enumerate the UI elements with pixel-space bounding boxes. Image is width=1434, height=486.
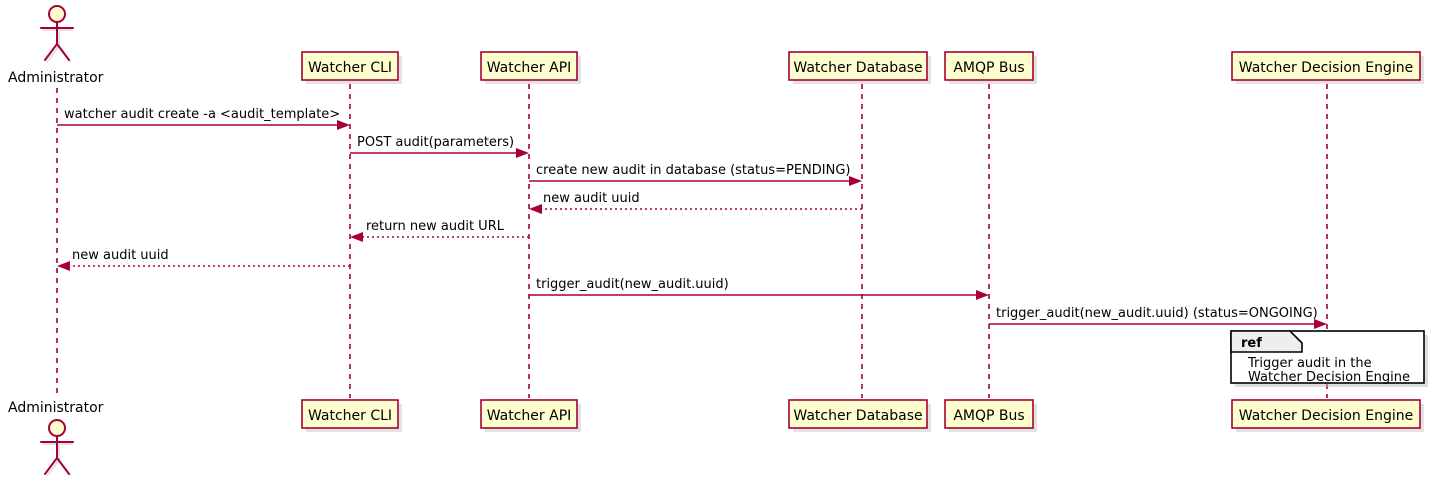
message-6[interactable]: trigger_audit(new_audit.uuid) — [529, 277, 989, 300]
message-label-1: POST audit(parameters) — [357, 135, 514, 150]
actor-body-icon — [40, 21, 74, 61]
arrow-head-right-icon — [337, 120, 350, 130]
participant-box-watcher-cli-top[interactable]: Watcher CLI — [301, 51, 402, 84]
lifelines — [56, 84, 1328, 398]
message-label-3: new audit uuid — [543, 191, 640, 206]
participant-box-amqp-bus-top[interactable]: AMQP Bus — [944, 51, 1037, 84]
arrow-head-right-icon — [849, 176, 862, 186]
message-0[interactable]: watcher audit create -a <audit_template> — [57, 107, 350, 130]
participant-label-watcher-api-top: Watcher API — [487, 60, 572, 76]
arrow-head-right-icon — [516, 148, 529, 158]
participant-box-amqp-bus-bottom[interactable]: AMQP Bus — [944, 399, 1037, 432]
participant-box-watcher-api-bottom[interactable]: Watcher API — [480, 399, 581, 432]
message-7[interactable]: trigger_audit(new_audit.uuid) (status=ON… — [989, 306, 1327, 329]
arrow-head-left-icon — [350, 232, 363, 242]
ref-line-2: Watcher Decision Engine — [1248, 370, 1410, 385]
message-label-6: trigger_audit(new_audit.uuid) — [536, 277, 729, 292]
message-1[interactable]: POST audit(parameters) — [350, 135, 529, 158]
participant-label-amqp-bus-top: AMQP Bus — [953, 60, 1024, 76]
ref-line-1: Trigger audit in the — [1247, 356, 1372, 371]
ref-keyword-label: ref — [1241, 336, 1262, 351]
participant-box-watcher-database-bottom[interactable]: Watcher Database — [788, 399, 931, 432]
message-4[interactable]: return new audit URL — [350, 219, 529, 242]
actor-body-icon — [40, 435, 74, 475]
arrow-head-right-icon — [976, 290, 989, 300]
participant-label-watcher-cli-bottom: Watcher CLI — [308, 408, 392, 424]
actor-administrator-top[interactable]: Administrator — [8, 5, 104, 86]
message-label-5: new audit uuid — [72, 248, 169, 263]
arrow-head-right-icon — [1314, 319, 1327, 329]
participant-box-watcher-cli-bottom[interactable]: Watcher CLI — [301, 399, 402, 432]
actor-head-icon — [48, 419, 66, 437]
message-label-7: trigger_audit(new_audit.uuid) (status=ON… — [996, 306, 1318, 321]
participant-label-watcher-api-bottom: Watcher API — [487, 408, 572, 424]
ref-fragment[interactable]: ref Trigger audit in the Watcher Decisio… — [1230, 330, 1428, 387]
message-label-2: create new audit in database (status=PEN… — [536, 163, 851, 178]
participant-label-watcher-cli-top: Watcher CLI — [308, 60, 392, 76]
participant-box-watcher-api-top[interactable]: Watcher API — [480, 51, 581, 84]
message-3[interactable]: new audit uuid — [529, 191, 862, 214]
participant-label-watcher-decision-engine-top: Watcher Decision Engine — [1239, 60, 1413, 76]
actor-label-administrator-bottom: Administrator — [8, 400, 104, 416]
message-label-4: return new audit URL — [366, 219, 505, 234]
message-5[interactable]: new audit uuid — [57, 248, 350, 271]
arrow-head-left-icon — [529, 204, 542, 214]
actor-head-icon — [48, 5, 66, 23]
participant-box-watcher-decision-engine-bottom[interactable]: Watcher Decision Engine — [1231, 399, 1424, 432]
participant-label-amqp-bus-bottom: AMQP Bus — [953, 408, 1024, 424]
actor-administrator-bottom[interactable]: Administrator — [8, 400, 104, 477]
arrow-head-left-icon — [57, 261, 70, 271]
participant-box-watcher-decision-engine-top[interactable]: Watcher Decision Engine — [1231, 51, 1424, 84]
message-2[interactable]: create new audit in database (status=PEN… — [529, 163, 862, 186]
participant-label-watcher-database-bottom: Watcher Database — [793, 408, 922, 424]
actor-label-administrator-top: Administrator — [8, 70, 104, 86]
participant-label-watcher-decision-engine-bottom: Watcher Decision Engine — [1239, 408, 1413, 424]
participant-label-watcher-database-top: Watcher Database — [793, 60, 922, 76]
message-label-0: watcher audit create -a <audit_template> — [64, 107, 340, 122]
participant-box-watcher-database-top[interactable]: Watcher Database — [788, 51, 931, 84]
